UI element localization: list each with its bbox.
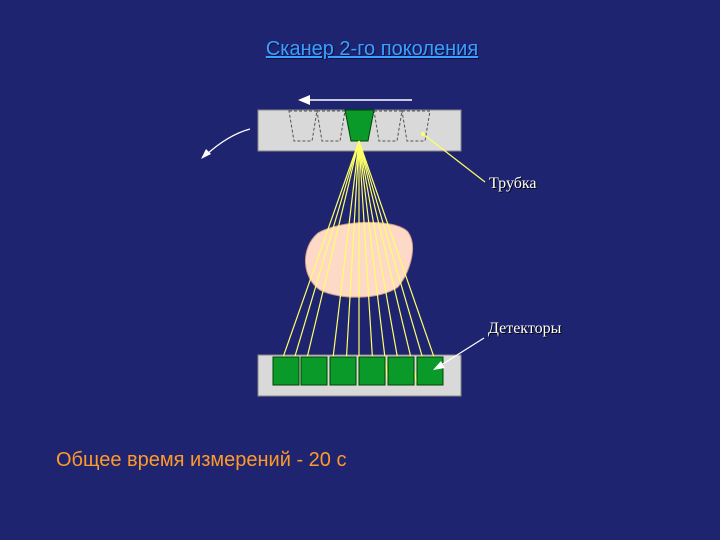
tube-position — [373, 110, 403, 142]
detector-element — [329, 356, 357, 386]
detector-pointer-arrow — [433, 337, 485, 370]
detector-element — [416, 356, 444, 386]
beam-ray — [358, 140, 418, 384]
rotation-arrow — [201, 128, 251, 159]
active-tube — [344, 109, 375, 142]
tube-position — [288, 110, 318, 142]
beam-ray — [358, 140, 375, 384]
detector-element — [387, 356, 415, 386]
tube-leader-dot — [421, 132, 425, 136]
beam-ray — [286, 140, 360, 384]
scan-direction-arrow — [298, 95, 412, 105]
beam-ray — [358, 140, 403, 384]
detector-element — [300, 356, 328, 386]
measurement-time-note: Общее время измерений - 20 с — [56, 449, 347, 471]
tube-position — [401, 110, 431, 142]
beam-ray — [358, 140, 389, 384]
beam-ray — [358, 140, 431, 384]
slide-title: Сканер 2-го поколения — [265, 38, 479, 60]
tube-leader-line — [422, 133, 486, 183]
fan-beam — [273, 140, 444, 384]
beam-ray — [329, 140, 360, 384]
detectors-label: Детекторы — [488, 320, 562, 337]
beam-ray — [358, 140, 444, 384]
beam-ray — [344, 140, 360, 384]
detector-element — [272, 356, 300, 386]
tube-positions — [288, 110, 431, 142]
tube-label: Трубка — [489, 175, 537, 192]
detector-element — [358, 356, 386, 386]
beam-ray — [300, 140, 360, 384]
tube-position — [316, 110, 346, 142]
detector-array — [272, 356, 444, 386]
beam-ray — [273, 140, 360, 384]
